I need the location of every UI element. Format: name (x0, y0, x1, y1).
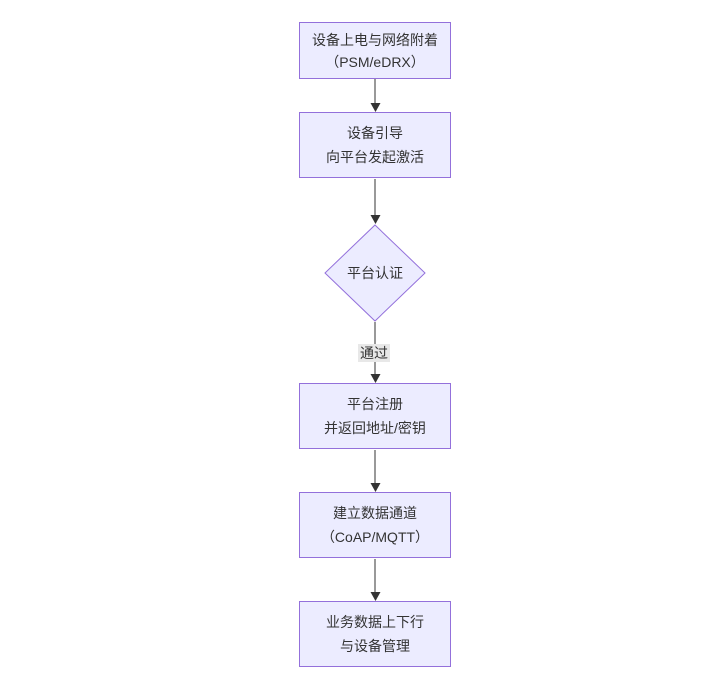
node-data-channel: 建立数据通道 （CoAP/MQTT） (299, 492, 451, 558)
arrowhead-down-icon (370, 215, 380, 224)
node-label-line: 与设备管理 (340, 638, 410, 654)
edge-label-pass: 通过 (358, 344, 390, 362)
edge-arrow-1 (370, 79, 381, 112)
node-label-line: 业务数据上下行 (326, 614, 424, 630)
edge-arrow-2 (370, 179, 381, 224)
node-label-line: 建立数据通道 (333, 505, 417, 521)
arrowhead-down-icon (370, 592, 380, 601)
edge-line (374, 450, 376, 483)
node-label-line: 设备引导 (347, 125, 403, 141)
node-power-attach: 设备上电与网络附着 （PSM/eDRX） (299, 22, 451, 79)
node-label-line: 向平台发起激活 (326, 149, 424, 165)
node-label-line: 平台注册 (347, 396, 403, 412)
node-business-data: 业务数据上下行 与设备管理 (299, 601, 451, 667)
diamond-shape (324, 224, 426, 322)
edge-line (374, 559, 376, 592)
node-platform-register: 平台注册 并返回地址/密钥 (299, 383, 451, 449)
arrowhead-down-icon (370, 483, 380, 492)
decision-platform-auth: 平台认证 (324, 224, 426, 322)
edge-line (374, 79, 376, 103)
node-label-line: 并返回地址/密钥 (324, 420, 426, 436)
node-label-line: （PSM/eDRX） (325, 53, 425, 70)
node-label-line: （CoAP/MQTT） (320, 529, 430, 545)
node-label-line: 平台认证 (347, 265, 403, 281)
edge-line (374, 179, 376, 215)
node-label-line: 设备上电与网络附着 (312, 31, 438, 48)
node-bootstrap: 设备引导 向平台发起激活 (299, 112, 451, 178)
edge-arrow-5 (370, 559, 381, 601)
arrowhead-down-icon (370, 103, 380, 112)
arrowhead-down-icon (370, 374, 380, 383)
edge-arrow-4 (370, 450, 381, 492)
